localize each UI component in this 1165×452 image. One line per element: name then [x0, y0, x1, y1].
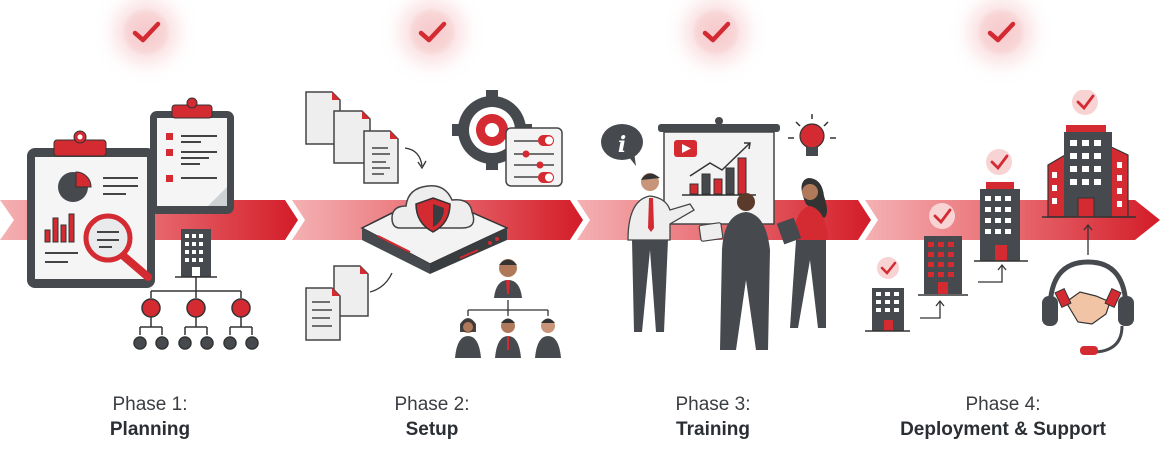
phase-name: Training	[676, 419, 750, 440]
small-check-icon	[1076, 94, 1095, 111]
info-bubble-icon: i	[601, 124, 643, 166]
building-growth-steps-icon	[865, 90, 1136, 332]
play-button-icon	[674, 140, 697, 157]
checklist-clipboard-icon	[150, 97, 234, 214]
team-hierarchy-icon	[455, 259, 561, 358]
magnifier-icon	[83, 213, 152, 281]
checkmark-icon	[702, 21, 731, 43]
phase-2-label: Phase 2: Setup	[302, 393, 562, 443]
small-check-icon	[990, 154, 1009, 171]
trainer-person-icon	[627, 173, 695, 332]
trainees-icon	[698, 178, 828, 350]
phase-name: Deployment & Support	[900, 419, 1106, 440]
phase-number: Phase 2:	[394, 394, 470, 415]
bar-chart-icon	[44, 213, 75, 243]
svg-text:i: i	[618, 132, 626, 158]
building-icon	[175, 229, 217, 278]
org-chart-icon	[133, 277, 259, 350]
cloud-server-shield-icon	[360, 185, 509, 274]
phase-4-label: Phase 4: Deployment & Support	[873, 393, 1133, 443]
phase-name: Planning	[109, 419, 191, 440]
growth-chart-icon	[682, 142, 756, 196]
checkmark-icon	[132, 21, 161, 43]
phase-3-label: Phase 3: Training	[583, 393, 843, 443]
phase-2-complete-badge	[408, 8, 456, 56]
phase-name: Setup	[405, 419, 459, 440]
phase-4-illustration	[865, 90, 1136, 355]
phase-number: Phase 1:	[112, 394, 188, 415]
lightbulb-icon	[788, 114, 836, 156]
phase-1-illustration	[27, 97, 259, 350]
pie-chart-icon	[58, 171, 92, 202]
headset-support-icon	[1042, 259, 1134, 355]
small-check-icon	[933, 208, 952, 225]
handshake-icon	[1054, 287, 1122, 325]
phase-4-complete-badge	[977, 8, 1025, 56]
phase-3-complete-badge	[692, 8, 740, 56]
phase-2-illustration	[305, 90, 563, 358]
phase-1-complete-badge	[122, 8, 170, 56]
phase-number: Phase 3:	[675, 394, 751, 415]
phase-number: Phase 4:	[965, 394, 1041, 415]
small-check-icon	[880, 261, 897, 275]
checkmark-icon	[418, 21, 447, 43]
toggle-panel-icon	[505, 127, 563, 187]
document-stack-icon	[305, 91, 427, 341]
checkmark-icon	[987, 21, 1016, 43]
phase-3-illustration: i	[601, 114, 836, 350]
phase-1-label: Phase 1: Planning	[20, 393, 280, 443]
